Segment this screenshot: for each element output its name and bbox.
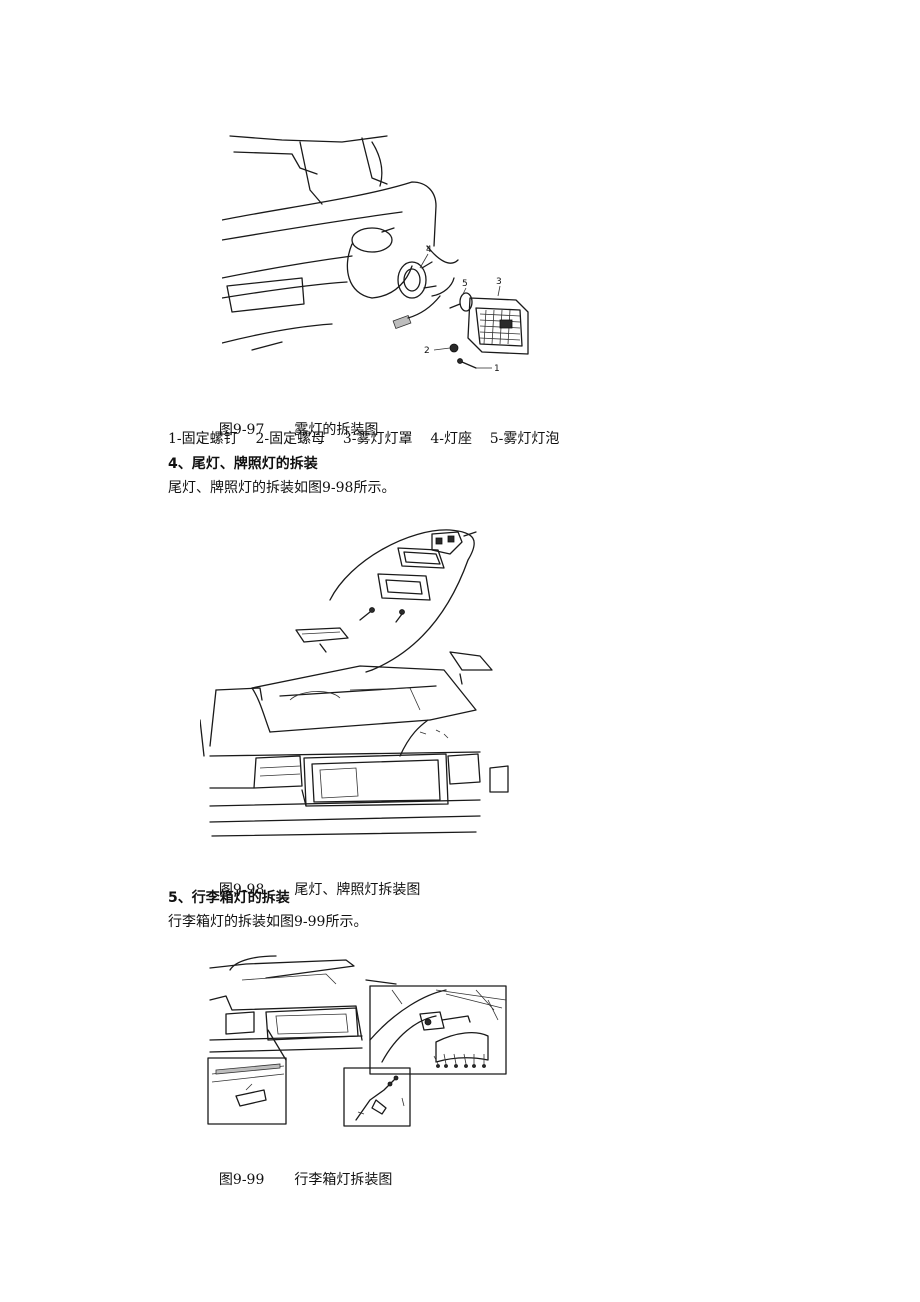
tail-lamp-figure xyxy=(200,520,510,842)
callout-1: 1 xyxy=(494,364,500,374)
tail-lamp-drawing xyxy=(200,529,509,837)
callout-2: 2 xyxy=(424,346,430,356)
figure-97-title: 雾灯的拆装图 xyxy=(294,422,379,438)
section-4-heading: 4、尾灯、牌照灯的拆装 xyxy=(168,456,318,472)
figure-99-caption: 图9-99 行李箱灯拆装图 xyxy=(210,1153,392,1189)
figure-98-title: 尾灯、牌照灯拆装图 xyxy=(294,882,421,898)
figure-98-caption: 图9-98 尾灯、牌照灯拆装图 xyxy=(210,863,420,899)
callout-5: 5 xyxy=(462,279,468,289)
figure-98-number: 图9-98 xyxy=(218,882,265,898)
fog-lamp-figure: 4 5 3 2 1 xyxy=(222,128,532,380)
parts-list: 1-固定螺钉 2-固定螺母 3-雾灯灯罩 4-灯座 5-雾灯灯泡 xyxy=(168,431,560,447)
callout-4: 4 xyxy=(426,245,432,255)
section-5-heading: 5、行李箱灯的拆装 xyxy=(168,890,290,906)
figure-99-title: 行李箱灯拆装图 xyxy=(294,1172,393,1188)
section-5-body: 行李箱灯的拆装如图9-99所示。 xyxy=(168,914,368,930)
figure-97-number: 图9-97 xyxy=(218,422,265,438)
figure-97-caption: 图9-97 雾灯的拆装图 xyxy=(210,403,378,439)
section-4-body: 尾灯、牌照灯的拆装如图9-98所示。 xyxy=(168,480,396,496)
trunk-lamp-drawing xyxy=(207,955,507,1127)
figure-99-number: 图9-99 xyxy=(218,1172,265,1188)
callout-3: 3 xyxy=(496,277,502,287)
trunk-lamp-figure xyxy=(206,950,510,1130)
fog-lamp-drawing: 4 5 3 2 1 xyxy=(222,135,529,374)
